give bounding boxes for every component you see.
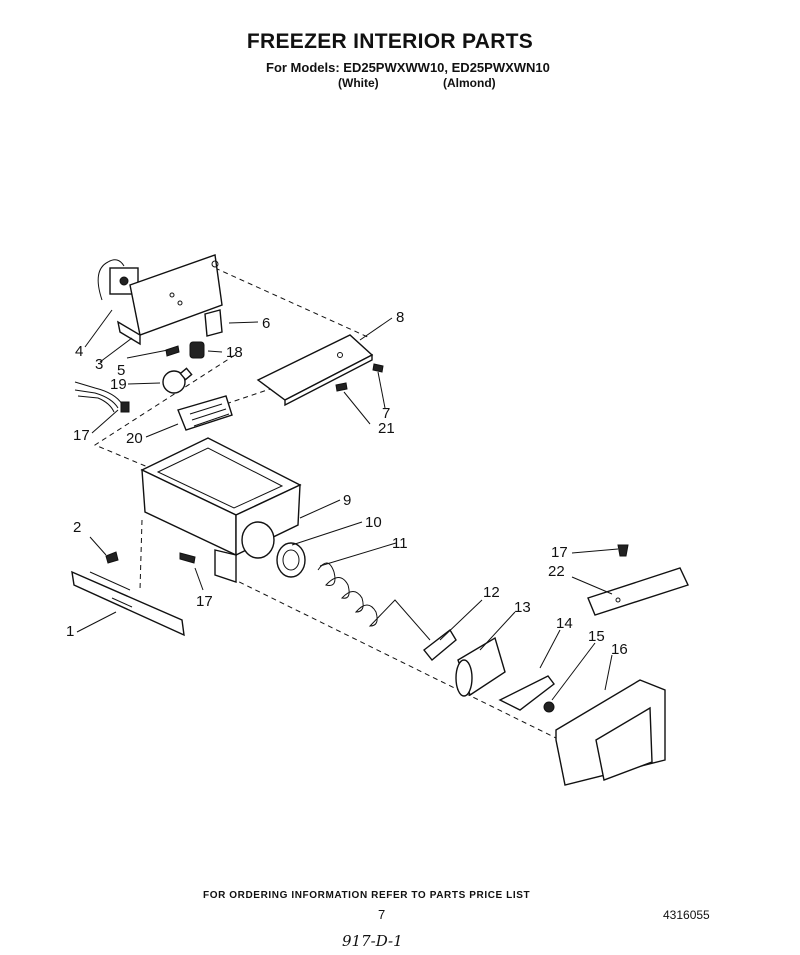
part-5-screw [165,345,180,357]
assembly-outline [93,267,561,741]
label-part-3: 3 [95,356,103,373]
label-part-17-right: 17 [551,544,568,561]
part-2-screw [105,551,119,564]
label-part-6: 6 [262,315,270,332]
part-17-screw-right [617,544,629,557]
label-part-2: 2 [73,519,81,536]
label-part-7: 7 [382,405,390,422]
variant-white: (White) [338,76,379,90]
label-part-10: 10 [365,514,382,531]
page-number: 7 [378,907,386,922]
label-part-17-left: 17 [196,593,213,610]
part-15-nut [543,701,555,713]
part-13-drum [455,636,506,697]
part-12-blade [423,628,457,661]
label-part-23: 22 [548,563,565,580]
part-6-switch-bracket [204,309,223,337]
part-7-screw [372,363,384,373]
part-23-trim-strip [587,567,689,616]
label-part-1: 1 [66,623,74,640]
label-part-13: 13 [514,599,531,616]
part-10-bearing [276,542,306,578]
part-1-bracket [71,570,185,637]
part-16-dispenser-front [555,679,666,786]
label-part-16: 16 [611,641,628,658]
label-part-11: 11 [392,535,408,552]
part-20-light-bulb [162,367,193,394]
label-part-22: 21 [378,420,395,437]
label-part-20: 19 [110,376,127,393]
label-part-4: 4 [75,343,83,360]
document-number: 4316055 [663,908,710,922]
label-part-19: 18 [226,344,243,361]
variant-almond: (Almond) [443,76,496,90]
part-18-wire-harness [74,381,130,413]
models-line: For Models: ED25PWXWW10, ED25PWXWN10 [266,60,550,75]
label-part-9: 9 [343,492,351,509]
part-22-screw [335,382,348,392]
label-part-18: 17 [73,427,90,444]
part-3-mounting-plate [117,254,223,346]
part-9-ice-bucket [140,437,302,583]
ordering-note: FOR ORDERING INFORMATION REFER TO PARTS … [203,890,531,901]
page-title: FREEZER INTERIOR PARTS [246,30,534,53]
label-part-14: 14 [556,615,573,632]
part-14-bracket [498,675,555,711]
part-8-cover-plate [256,334,374,407]
part-21-grille [177,395,233,431]
label-part-5: 5 [117,362,125,379]
label-part-12: 12 [483,584,500,601]
label-part-8: 8 [396,309,404,326]
label-part-21: 20 [126,430,143,447]
part-17-screw-left [179,552,196,564]
part-19-lamp-socket [189,341,205,359]
label-part-15: 15 [588,628,605,645]
part-11-auger [317,562,431,641]
handwritten-note: 917-D-1 [342,932,403,950]
